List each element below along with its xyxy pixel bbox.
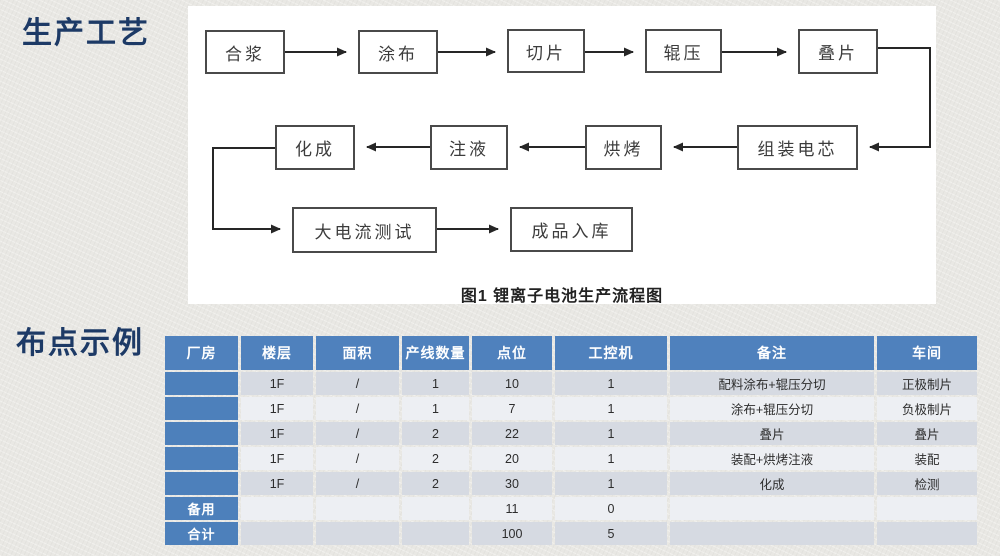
table-row: 1F / 2 30 1 化成 检测 <box>165 472 977 495</box>
table-cell <box>670 497 874 520</box>
layout-points-table: 厂房 楼层 面积 产线数量 点位 工控机 备注 车间 1F / 1 10 1 配… <box>162 334 980 547</box>
table-cell: / <box>316 422 399 445</box>
table-cell: 20 <box>472 447 552 470</box>
table-cell: 1F <box>241 472 313 495</box>
table-cell: 1F <box>241 397 313 420</box>
table-cell: 22 <box>472 422 552 445</box>
table-cell: 1 <box>402 397 469 420</box>
header-area: 面积 <box>316 336 399 370</box>
header-floor: 楼层 <box>241 336 313 370</box>
table-cell: 合计 <box>165 522 238 545</box>
table-row: 1F / 1 7 1 涂布+辊压分切 负极制片 <box>165 397 977 420</box>
flow-node-electrolyte-fill: 注液 <box>430 125 508 170</box>
flow-node-stacking: 叠片 <box>798 29 878 74</box>
table-cell <box>241 522 313 545</box>
table-cell: 1 <box>555 422 667 445</box>
table-cell: 1F <box>241 422 313 445</box>
table-cell: 2 <box>402 447 469 470</box>
header-remarks: 备注 <box>670 336 874 370</box>
table-row: 1F / 2 20 1 装配+烘烤注液 装配 <box>165 447 977 470</box>
table-cell <box>165 397 238 420</box>
section-title-layout-example: 布点示例 <box>16 327 144 360</box>
table-cell: 1 <box>555 372 667 395</box>
table-cell: 100 <box>472 522 552 545</box>
table-cell: 0 <box>555 497 667 520</box>
figure-caption: 图1 锂离子电池生产流程图 <box>460 288 664 305</box>
table-cell <box>165 447 238 470</box>
table-cell: 叠片 <box>670 422 874 445</box>
table-cell: 7 <box>472 397 552 420</box>
table-cell: 1F <box>241 447 313 470</box>
table-cell: / <box>316 397 399 420</box>
table-cell: 涂布+辊压分切 <box>670 397 874 420</box>
table-cell <box>165 422 238 445</box>
table-cell: 2 <box>402 422 469 445</box>
flow-node-high-current-test: 大电流测试 <box>292 207 437 253</box>
table-cell: / <box>316 447 399 470</box>
flow-node-rolling: 辊压 <box>645 29 722 73</box>
table-cell: 装配+烘烤注液 <box>670 447 874 470</box>
table-cell: 叠片 <box>877 422 977 445</box>
table-cell: 1 <box>402 372 469 395</box>
table-row-total: 合计 100 5 <box>165 522 977 545</box>
table-cell: 10 <box>472 372 552 395</box>
header-points: 点位 <box>472 336 552 370</box>
table-cell <box>165 472 238 495</box>
table-cell: 1F <box>241 372 313 395</box>
flow-connectors <box>212 47 931 234</box>
table-cell <box>877 522 977 545</box>
table-cell: 11 <box>472 497 552 520</box>
table-cell: 1 <box>555 472 667 495</box>
table-cell <box>877 497 977 520</box>
table-cell: / <box>316 372 399 395</box>
table-cell: 5 <box>555 522 667 545</box>
table-cell: 备用 <box>165 497 238 520</box>
table-cell <box>670 522 874 545</box>
table-cell: 检测 <box>877 472 977 495</box>
table-cell <box>316 497 399 520</box>
flow-node-formation: 化成 <box>275 125 355 170</box>
table-cell <box>241 497 313 520</box>
table-cell <box>316 522 399 545</box>
table-cell: 配料涂布+辊压分切 <box>670 372 874 395</box>
table-row: 1F / 1 10 1 配料涂布+辊压分切 正极制片 <box>165 372 977 395</box>
table-cell <box>402 497 469 520</box>
flow-node-mixing: 合浆 <box>205 30 285 74</box>
table-cell: 1 <box>555 397 667 420</box>
table-cell: 1 <box>555 447 667 470</box>
table-cell: 化成 <box>670 472 874 495</box>
flow-node-slitting: 切片 <box>507 29 585 73</box>
table-row: 1F / 2 22 1 叠片 叠片 <box>165 422 977 445</box>
table-cell: / <box>316 472 399 495</box>
flow-node-warehousing: 成品入库 <box>510 207 633 252</box>
header-plant: 厂房 <box>165 336 238 370</box>
header-line-count: 产线数量 <box>402 336 469 370</box>
flowchart-panel: 合浆 涂布 切片 辊压 叠片 组装电芯 烘烤 注液 化成 大电流测试 成品入库 … <box>188 6 936 305</box>
flow-node-coating: 涂布 <box>358 30 438 74</box>
table-cell: 2 <box>402 472 469 495</box>
table-cell: 正极制片 <box>877 372 977 395</box>
header-workshop: 车间 <box>877 336 977 370</box>
flow-node-cell-assembly: 组装电芯 <box>737 125 858 170</box>
table-cell <box>165 372 238 395</box>
table-cell: 装配 <box>877 447 977 470</box>
flow-node-baking: 烘烤 <box>585 125 662 170</box>
table-cell: 负极制片 <box>877 397 977 420</box>
section-title-production-process: 生产工艺 <box>22 17 150 50</box>
table-cell <box>402 522 469 545</box>
table-row-spare: 备用 11 0 <box>165 497 977 520</box>
table-header-row: 厂房 楼层 面积 产线数量 点位 工控机 备注 车间 <box>165 336 977 370</box>
table-cell: 30 <box>472 472 552 495</box>
header-ipc: 工控机 <box>555 336 667 370</box>
